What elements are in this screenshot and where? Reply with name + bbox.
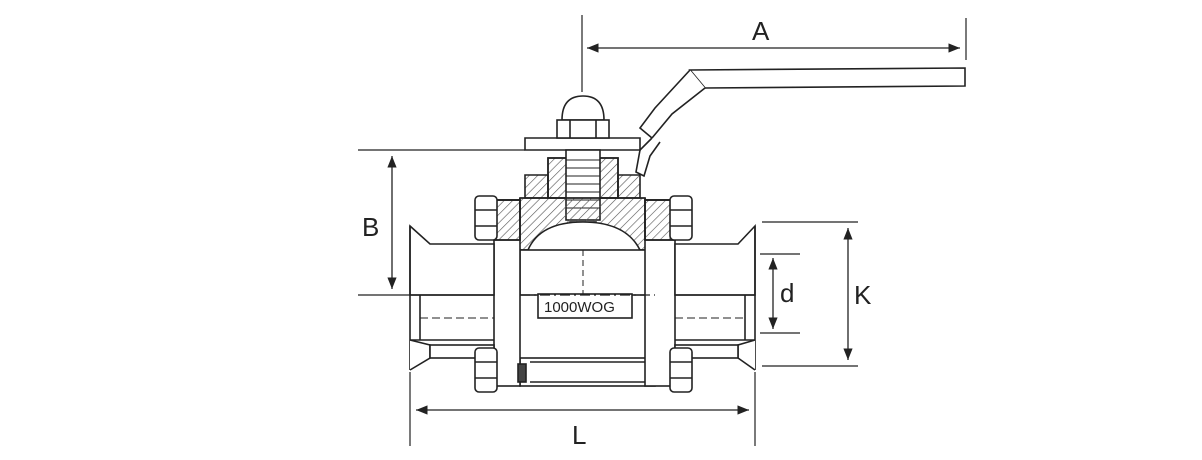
extension-lines xyxy=(358,15,967,446)
stem-nut xyxy=(556,95,610,139)
dim-label-a: A xyxy=(752,16,770,46)
handle-lever xyxy=(524,67,966,178)
left-end-cap xyxy=(409,199,521,387)
dim-label-b: B xyxy=(362,212,379,242)
dimension-arrows xyxy=(387,43,960,415)
body-marking: 1000WOG xyxy=(544,299,615,316)
dim-label-l: L xyxy=(572,420,586,450)
dim-label-d: d xyxy=(780,278,794,308)
valve-body xyxy=(514,197,656,387)
right-end-cap xyxy=(644,199,756,387)
dim-label-k: K xyxy=(854,280,872,310)
bolts xyxy=(474,195,693,393)
